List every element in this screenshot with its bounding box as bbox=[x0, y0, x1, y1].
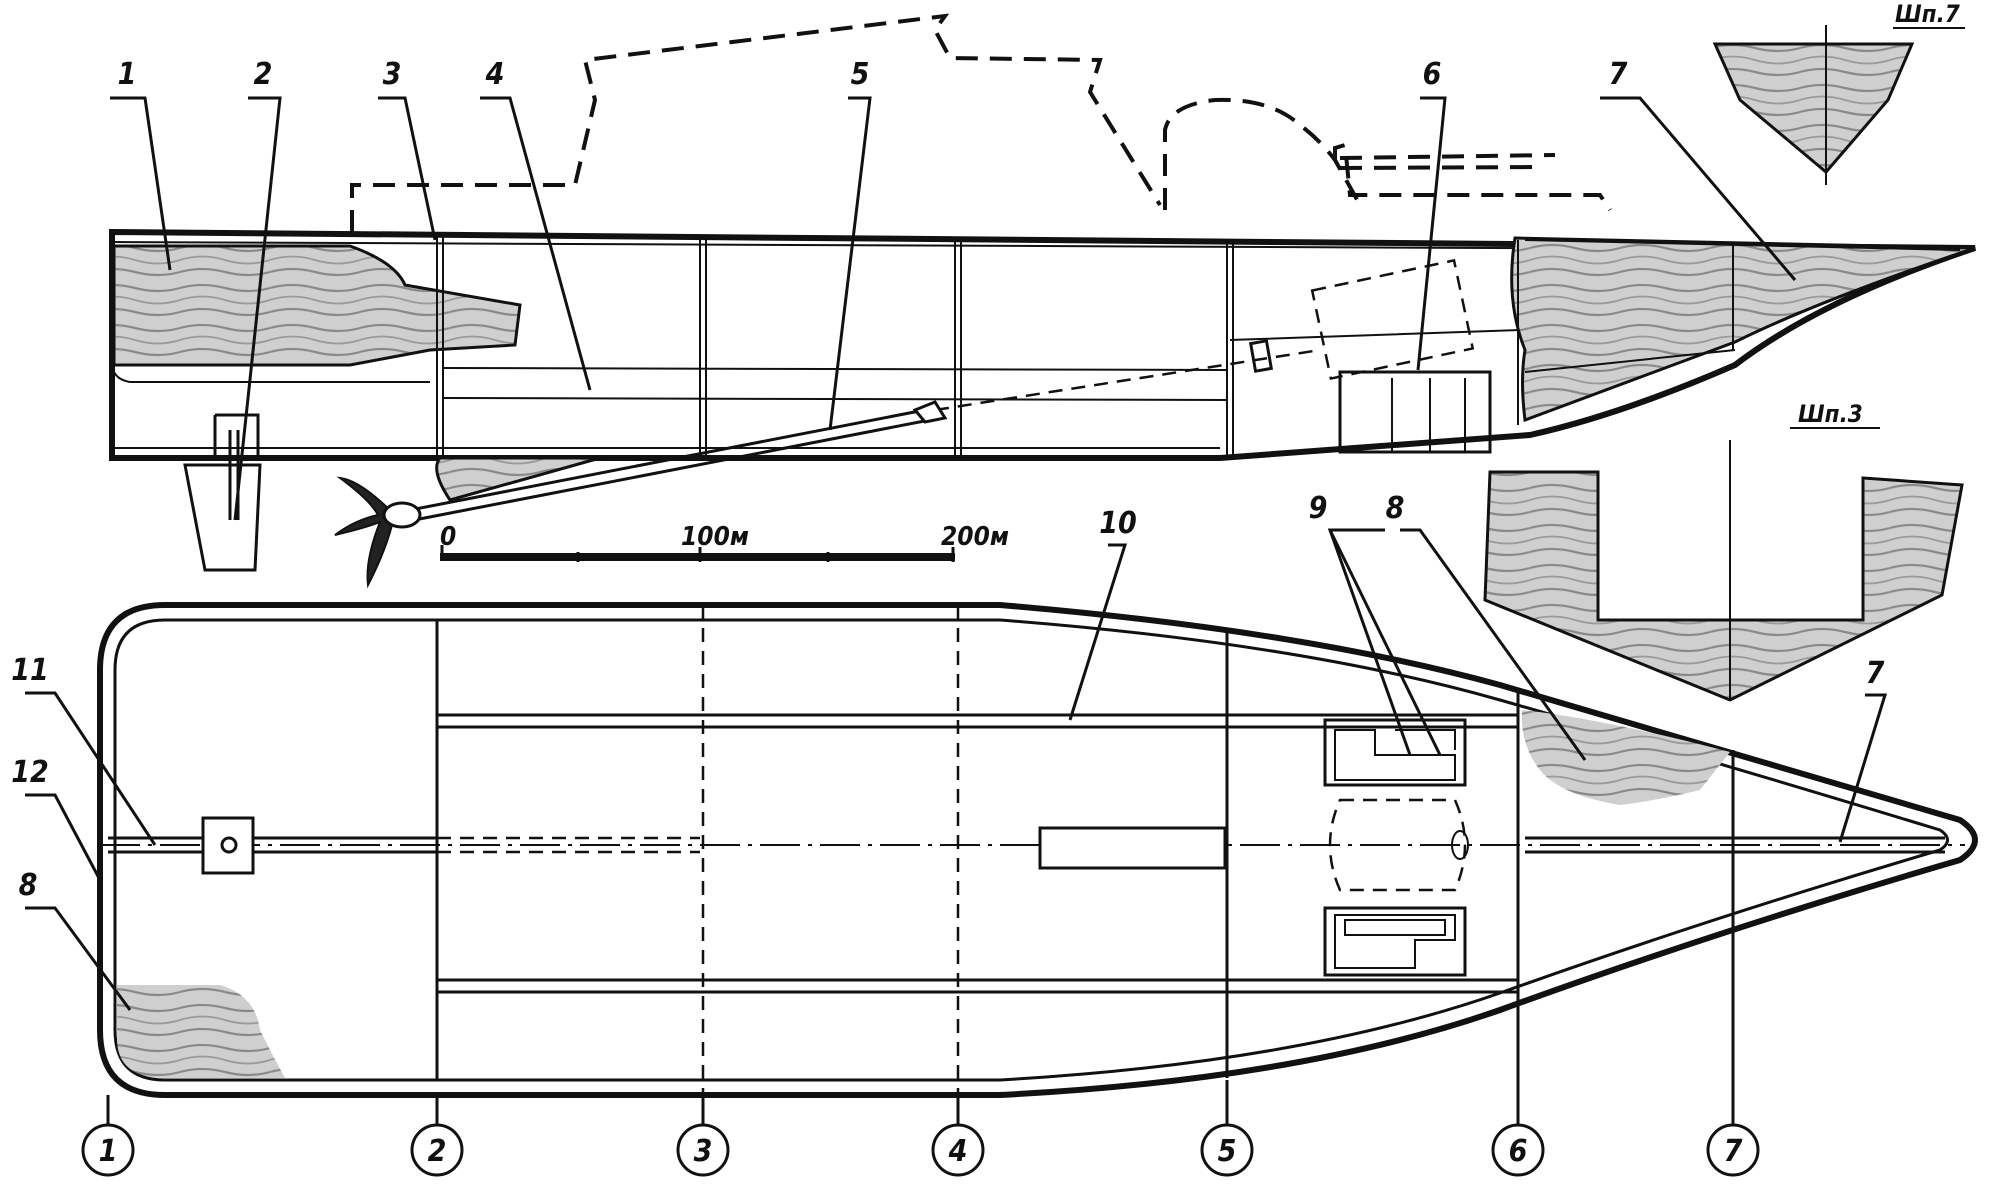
motor-coupling bbox=[1248, 339, 1274, 373]
stern-inner-line bbox=[113, 371, 430, 383]
part-label-1: 1 bbox=[118, 57, 137, 92]
svg-text:7: 7 bbox=[1724, 1134, 1743, 1169]
motor-plan-dashed bbox=[1328, 798, 1467, 892]
propeller-hub bbox=[382, 501, 422, 529]
part-label-7-side: 7 bbox=[1609, 57, 1628, 92]
frame-marker-3: 3 bbox=[676, 1095, 730, 1177]
plan-shaft bbox=[108, 836, 437, 854]
canopy-outline bbox=[1163, 97, 1362, 210]
part-label-8-stern: 8 bbox=[19, 868, 38, 903]
part-label-5: 5 bbox=[851, 57, 870, 92]
rudder bbox=[183, 463, 262, 572]
part-label-10: 10 bbox=[1099, 506, 1137, 541]
svg-text:4: 4 bbox=[948, 1134, 968, 1169]
bow-wood bbox=[1510, 236, 1976, 423]
propeller-shaft bbox=[399, 406, 941, 524]
shaft-tube bbox=[1038, 826, 1227, 870]
svg-text:3: 3 bbox=[694, 1134, 713, 1169]
frame-markers: 1 2 3 4 5 6 7 bbox=[81, 935, 1760, 1177]
frame7-label: Шп.7 bbox=[1895, 0, 1960, 28]
motor-mount bbox=[1338, 370, 1492, 454]
battery-holder-upper bbox=[1323, 718, 1467, 787]
frame-marker-2: 2 bbox=[410, 1095, 464, 1177]
svg-text:1: 1 bbox=[99, 1134, 118, 1169]
bow-keel-strip bbox=[1525, 836, 1945, 854]
part-labels: 1 2 3 4 5 6 7 8 9 10 7 11 12 8 bbox=[11, 57, 1884, 903]
part-label-7-plan: 7 bbox=[1866, 656, 1885, 691]
scale-tick-200: 200м bbox=[941, 522, 1009, 552]
motor-mount-lines bbox=[1391, 378, 1466, 452]
plan-inner-outline bbox=[113, 618, 1949, 1082]
windscreen-outline bbox=[1333, 142, 1612, 212]
shaft-bearing bbox=[912, 400, 948, 424]
svg-text:2: 2 bbox=[428, 1134, 447, 1169]
frame7-outline bbox=[1712, 42, 1915, 175]
scale-bar: 0 100м 200м bbox=[440, 522, 1009, 562]
motor-shaft-end bbox=[1451, 830, 1469, 860]
part-label-9: 9 bbox=[1309, 491, 1328, 526]
frame3-outline bbox=[1483, 470, 1964, 702]
part-label-3: 3 bbox=[383, 57, 402, 92]
plan-wood-stern bbox=[117, 985, 285, 1078]
side-stringer bbox=[442, 329, 1521, 401]
bow-inner-line bbox=[1524, 349, 1736, 373]
plan-stringer-lower bbox=[437, 978, 1518, 994]
part-label-8-plan: 8 bbox=[1386, 491, 1405, 526]
side-view bbox=[109, 13, 1976, 589]
plan-wood-bow bbox=[1521, 710, 1730, 805]
top-view bbox=[97, 602, 1978, 1098]
plan-stringer-upper bbox=[437, 713, 1518, 729]
part-label-4: 4 bbox=[485, 57, 505, 92]
part-label-6: 6 bbox=[1423, 57, 1442, 92]
frame-marker-6: 6 bbox=[1491, 1005, 1545, 1177]
rudder-stock bbox=[213, 413, 260, 520]
shaft-tube-dashed bbox=[934, 348, 1321, 412]
part-label-11: 11 bbox=[11, 653, 49, 688]
stern-wood-block bbox=[112, 244, 522, 367]
frame3-label: Шп.3 bbox=[1798, 400, 1863, 428]
plan-outer-outline bbox=[97, 602, 1978, 1098]
section-frame-7: Шп.7 bbox=[1712, 0, 1965, 185]
section-frame-3: Шп.3 bbox=[1483, 400, 1964, 702]
scale-tick-100: 100м bbox=[681, 522, 749, 552]
side-hull-outline bbox=[109, 228, 1976, 461]
svg-text:5: 5 bbox=[1218, 1134, 1237, 1169]
leaders bbox=[25, 96, 1888, 1011]
svg-text:6: 6 bbox=[1509, 1134, 1528, 1169]
part-label-12: 12 bbox=[11, 755, 49, 790]
frame-marker-4: 4 bbox=[931, 1095, 985, 1177]
frame-marker-5: 5 bbox=[1200, 1080, 1254, 1177]
canopy-rail bbox=[1339, 153, 1556, 170]
frame-marker-7: 7 bbox=[1706, 935, 1760, 1177]
motor-housing bbox=[1310, 258, 1475, 381]
shaft-bearing-hole bbox=[220, 836, 238, 854]
frame-marker-1: 1 bbox=[81, 1095, 135, 1177]
propeller bbox=[334, 476, 397, 589]
superstructure-outline bbox=[350, 13, 1162, 232]
part-label-2: 2 bbox=[254, 57, 273, 92]
scale-tick-0: 0 bbox=[440, 522, 456, 552]
stern-keel-wood bbox=[435, 456, 601, 502]
plan-shaft-dashed bbox=[437, 836, 700, 854]
bow-keel-line bbox=[1524, 239, 1961, 251]
battery-holder-lower bbox=[1323, 906, 1467, 977]
